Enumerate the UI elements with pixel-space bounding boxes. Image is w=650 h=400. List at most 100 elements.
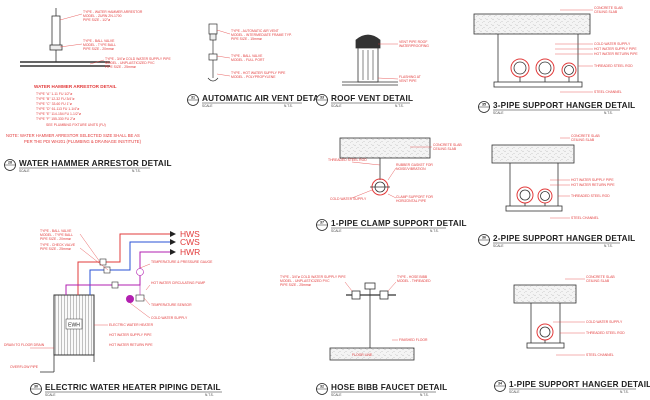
label-heater-valve: TYPE - BALL VALVE [40, 229, 72, 233]
label-hose-cws-model: MODEL - UNPLASTICIZED PVC [280, 279, 330, 283]
one-pipe-clamp-detail: CONCRETE SLAB CEILING SLAB THREADED STEE… [316, 137, 466, 233]
label-slab2: CEILING SLAB [571, 138, 595, 142]
arrestor-table-footer: SEE PLUMBING FIXTURE UNITS (FU) [46, 123, 106, 127]
label-slab2: CEILING SLAB [586, 279, 610, 283]
nts-label: N.T.S. [205, 393, 214, 397]
label-channel: STEEL CHANNEL [594, 90, 622, 94]
label-clamp: CLAMP SUPPORT FOR [396, 195, 433, 199]
label-cws: COLD WATER SUPPLY [330, 197, 367, 201]
scale-label: SCALE [202, 104, 212, 108]
arrestor-note-1: NOTE: WATER HAMMER ARRESTOR SELECTED SIZ… [6, 133, 140, 138]
label-slab: CONCRETE SLAB [594, 6, 623, 10]
nts-label: N.T.S. [430, 229, 439, 233]
label-ball-valve: TYPE - BALL VALVE [83, 39, 115, 43]
label-heater-gauge: TEMPERATURE & PRESSURE GAUGE [151, 260, 213, 264]
label-aav-valve: TYPE - BALL VALVE [231, 54, 263, 58]
label-rod: THREADED STEEL ROD [571, 194, 610, 198]
label-hose-cws: TYPE - 3/4"ø COLD WATER SUPPLY PIPE [280, 275, 346, 279]
title-block-two-pipe: 36 2-PIPE SUPPORT HANGER DETAIL SCALE N.… [478, 234, 635, 248]
arrestor-row: TYPE "F" 155-330 FU 2"ø [36, 117, 75, 121]
label-rubber: RUBBER GASKET FOR [396, 163, 433, 167]
label-slab2: CEILING SLAB [594, 10, 618, 14]
bubble-number: 34 [498, 382, 502, 386]
label-aav-size: PIPE SIZE - 15mmø [231, 37, 262, 41]
nts-label: N.T.S. [284, 104, 293, 108]
label-heater-overflow: OVERFLOW PIPE [10, 365, 39, 369]
label-ball-model: MODEL - TYPE BALL [83, 43, 116, 47]
label-slab2: CEILING SLAB [433, 147, 457, 151]
tag-hws: HWS [180, 229, 200, 239]
nts-label: N.T.S. [604, 244, 613, 248]
label-rubber2: NOISE/VIBRATION [396, 167, 426, 171]
title-roof-vent: ROOF VENT DETAIL [331, 94, 413, 103]
label-cold-model: MODEL - UNPLASTICIZED PVC [105, 61, 155, 65]
arrestor-row: TYPE "A" 1-11 FU 1/2"ø [36, 92, 72, 96]
label-slab: CONCRETE SLAB [433, 143, 462, 147]
label-wha-size: PIPE SIZE - 1/2"ø [83, 18, 110, 22]
label-rv-top2: WATERPROOFING [399, 44, 429, 48]
arrestor-row: TYPE "B" 12-32 FU 3/4"ø [36, 97, 74, 101]
arrestor-note-2: PER THE PDI WH201 (PLUMBING & DRAINAGE I… [24, 139, 142, 144]
nts-label: N.T.S. [620, 390, 629, 394]
label-hose-cws-size: PIPE SIZE - 25mmø [280, 283, 311, 287]
title-block-water-hammer: 28 WATER HAMMER ARRESTOR DETAIL SCALE N.… [4, 159, 172, 173]
label-cold-supply: TYPE - 3/4"ø COLD WATER SUPPLY PIPE [105, 57, 171, 61]
label-channel: STEEL CHANNEL [586, 353, 614, 357]
label-aav-supply-model: MODEL - POLYPROPYLENE [231, 75, 276, 79]
label-heater-hws: HOT WATER SUPPLY PIPE [109, 333, 152, 337]
nts-label: N.T.S. [420, 393, 429, 397]
bubble-number: 37 [320, 221, 324, 225]
label-cws: COLD WATER SUPPLY [586, 320, 623, 324]
bubble-number: 36 [482, 236, 486, 240]
arrestor-row: TYPE "E" 114-154 FU 1-1/2"ø [36, 112, 81, 116]
label-clamp2: HORIZONTAL PIPE [396, 199, 427, 203]
label-heater-drain: DRAIN TO FLOOR DRAIN [4, 343, 45, 347]
scale-label: SCALE [331, 104, 341, 108]
arrestor-row: TYPE "D" 61-113 FU 1-1/4"ø [36, 107, 79, 111]
three-pipe-hanger-detail: CONCRETE SLAB CEILING SLAB COLD WATER SU… [473, 6, 638, 115]
title-block-hose-bibb: 32 HOSE BIBB FAUCET DETAIL SCALE N.T.S. [316, 383, 447, 397]
bubble-number: 32 [320, 385, 324, 389]
tag-cws: CWS [180, 237, 200, 247]
label-aav-model: MODEL - INTERMEDIATE FRAME TYP. [231, 33, 292, 37]
scale-label: SCALE [331, 229, 341, 233]
label-heater-pump: HOT WATER CIRCULATING PUMP [151, 281, 206, 285]
title-three-pipe: 3-PIPE SUPPORT HANGER DETAIL [493, 101, 635, 110]
label-ball-model: MODEL - TYPE BALL [40, 233, 73, 237]
tag-hwr: HWR [180, 247, 200, 257]
scale-label: SCALE [509, 390, 519, 394]
two-pipe-hanger-detail: CONCRETE SLAB CEILING SLAB HOT WATER SUP… [478, 134, 635, 248]
label-rv-flash: FLASHING AT [399, 75, 421, 79]
label-aav-type: TYPE - AUTOMATIC AIR VENT [231, 29, 279, 33]
label-wha-model: MODEL - ZURN ZN-1700 [83, 14, 122, 18]
bubble-number: 28 [8, 161, 12, 165]
arrestor-row: TYPE "C" 33-60 FU 1"ø [36, 102, 72, 106]
bubble-number: 30 [34, 385, 38, 389]
water-hammer-arrestor-detail: TYPE - WATER HAMMER ARRESTOR MODEL - ZUR… [4, 8, 172, 173]
title-two-pipe: 2-PIPE SUPPORT HANGER DETAIL [493, 234, 635, 243]
label-pipe-size-25: PIPE SIZE - 25mmø [105, 65, 136, 69]
automatic-air-vent-detail: TYPE - AUTOMATIC AIR VENT MODEL - INTERM… [187, 23, 327, 108]
arrestor-table: TYPE "A" 1-11 FU 1/2"ø TYPE "B" 12-32 FU… [36, 92, 106, 127]
roof-vent-detail: VENT PIPE ROOF WATERPROOFING FLASHING AT… [316, 34, 429, 108]
label-rod: THREADED STEEL ROD [586, 331, 625, 335]
label-heater-check: TYPE - CHECK VALVE [40, 243, 76, 247]
scale-label: SCALE [19, 169, 29, 173]
title-water-heater: ELECTRIC WATER HEATER PIPING DETAIL [45, 383, 221, 392]
label-hose-type: TYPE - HOSE BIBB [397, 275, 428, 279]
title-water-hammer: WATER HAMMER ARRESTOR DETAIL [19, 159, 172, 168]
title-block-air-vent: 31 AUTOMATIC AIR VENT DETAIL SCALE N.T.S… [187, 94, 327, 108]
title-block-three-pipe: 35 3-PIPE SUPPORT HANGER DETAIL SCALE N.… [478, 101, 635, 115]
arrestor-table-header: WATER HAMMER ARRESTOR DETAIL [34, 84, 117, 89]
label-hwr: HOT WATER RETURN PIPE [594, 52, 638, 56]
label-rod: THREADED STEEL ROD [594, 64, 633, 68]
title-block-one-pipe: 34 1-PIPE SUPPORT HANGER DETAIL SCALE N.… [494, 380, 650, 394]
title-one-pipe: 1-PIPE SUPPORT HANGER DETAIL [509, 380, 650, 389]
label-channel: STEEL CHANNEL [571, 216, 599, 220]
label-hws: HOT WATER SUPPLY PIPE [594, 47, 637, 51]
title-block-water-heater: 30 ELECTRIC WATER HEATER PIPING DETAIL S… [30, 383, 222, 397]
label-heater-elec: ELECTRIC WATER HEATER [109, 323, 154, 327]
label-slab: CONCRETE SLAB [571, 134, 600, 138]
label-pipe-size-20: PIPE SIZE - 20mmø [40, 237, 71, 241]
bubble-number: 35 [482, 103, 486, 107]
